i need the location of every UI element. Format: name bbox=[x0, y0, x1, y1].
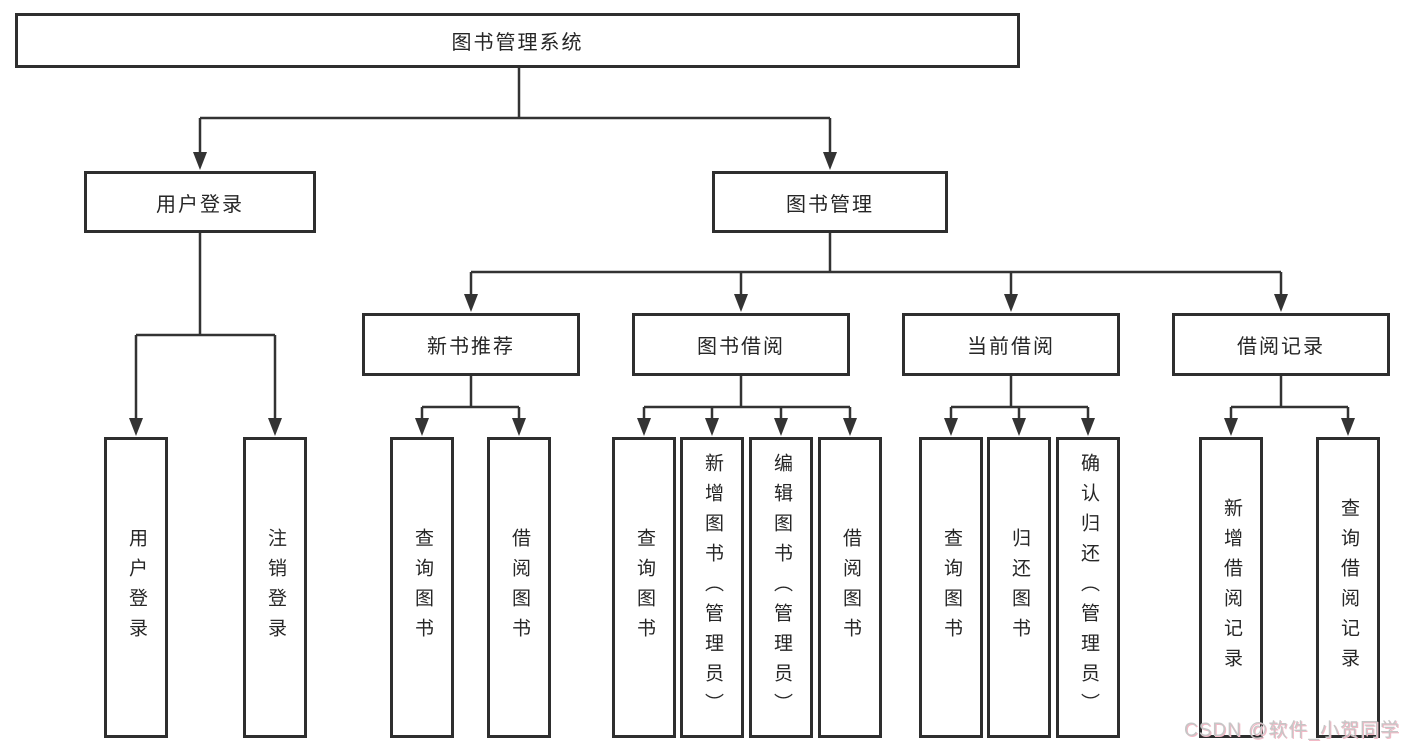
node-new-book-recommendation: 新书推荐 bbox=[362, 313, 580, 376]
arrowhead-icon bbox=[1012, 418, 1026, 436]
leaf-label: 编辑图书（管理员） bbox=[770, 452, 792, 723]
leaf-label: 借阅图书 bbox=[839, 527, 861, 648]
arrowhead-icon bbox=[1004, 294, 1018, 312]
leaf-label: 注销登录 bbox=[264, 527, 286, 648]
node-library-management-system: 图书管理系统 bbox=[15, 13, 1020, 68]
arrowhead-icon bbox=[823, 152, 837, 170]
node-user-login: 用户登录 bbox=[84, 171, 316, 233]
leaf-label: 借阅图书 bbox=[508, 527, 530, 648]
node-book-borrowing: 图书借阅 bbox=[632, 313, 850, 376]
arrowhead-icon bbox=[1081, 418, 1095, 436]
leaf-add-book-admin: 新增图书（管理员） bbox=[680, 437, 744, 738]
leaf-add-borrow-record: 新增借阅记录 bbox=[1199, 437, 1263, 738]
leaf-logout: 注销登录 bbox=[243, 437, 307, 738]
arrowhead-icon bbox=[774, 418, 788, 436]
node-book-management: 图书管理 bbox=[712, 171, 948, 233]
leaf-label: 新增借阅记录 bbox=[1220, 497, 1242, 678]
leaf-confirm-return-admin: 确认归还（管理员） bbox=[1056, 437, 1120, 738]
leaf-query-books-recommend: 查询图书 bbox=[390, 437, 454, 738]
leaf-borrow-books: 借阅图书 bbox=[818, 437, 882, 738]
leaf-label: 用户登录 bbox=[125, 527, 147, 648]
arrowhead-icon bbox=[1224, 418, 1238, 436]
arrowhead-icon bbox=[464, 294, 478, 312]
arrowhead-icon bbox=[843, 418, 857, 436]
arrowhead-icon bbox=[129, 418, 143, 436]
arrowhead-icon bbox=[1274, 294, 1288, 312]
leaf-query-books-current: 查询图书 bbox=[919, 437, 983, 738]
arrowhead-icon bbox=[705, 418, 719, 436]
leaf-query-borrow-record: 查询借阅记录 bbox=[1316, 437, 1380, 738]
node-borrowing-records: 借阅记录 bbox=[1172, 313, 1390, 376]
arrowhead-icon bbox=[415, 418, 429, 436]
leaf-label: 归还图书 bbox=[1008, 527, 1030, 648]
leaf-borrow-books-recommend: 借阅图书 bbox=[487, 437, 551, 738]
arrowhead-icon bbox=[268, 418, 282, 436]
arrowhead-icon bbox=[637, 418, 651, 436]
leaf-user-login: 用户登录 bbox=[104, 437, 168, 738]
node-current-borrowing: 当前借阅 bbox=[902, 313, 1120, 376]
arrowhead-icon bbox=[193, 152, 207, 170]
leaf-label: 查询借阅记录 bbox=[1337, 497, 1359, 678]
leaf-label: 查询图书 bbox=[940, 527, 962, 648]
arrowhead-icon bbox=[512, 418, 526, 436]
leaf-edit-book-admin: 编辑图书（管理员） bbox=[749, 437, 813, 738]
leaf-label: 新增图书（管理员） bbox=[701, 452, 723, 723]
leaf-query-books-borrowing: 查询图书 bbox=[612, 437, 676, 738]
arrowhead-icon bbox=[734, 294, 748, 312]
arrowhead-icon bbox=[1341, 418, 1355, 436]
arrowhead-icon bbox=[944, 418, 958, 436]
leaf-return-books: 归还图书 bbox=[987, 437, 1051, 738]
leaf-label: 查询图书 bbox=[411, 527, 433, 648]
csdn-watermark: CSDN @软件_小贺同学 bbox=[1184, 720, 1400, 741]
leaf-label: 确认归还（管理员） bbox=[1077, 452, 1099, 723]
leaf-label: 查询图书 bbox=[633, 527, 655, 648]
